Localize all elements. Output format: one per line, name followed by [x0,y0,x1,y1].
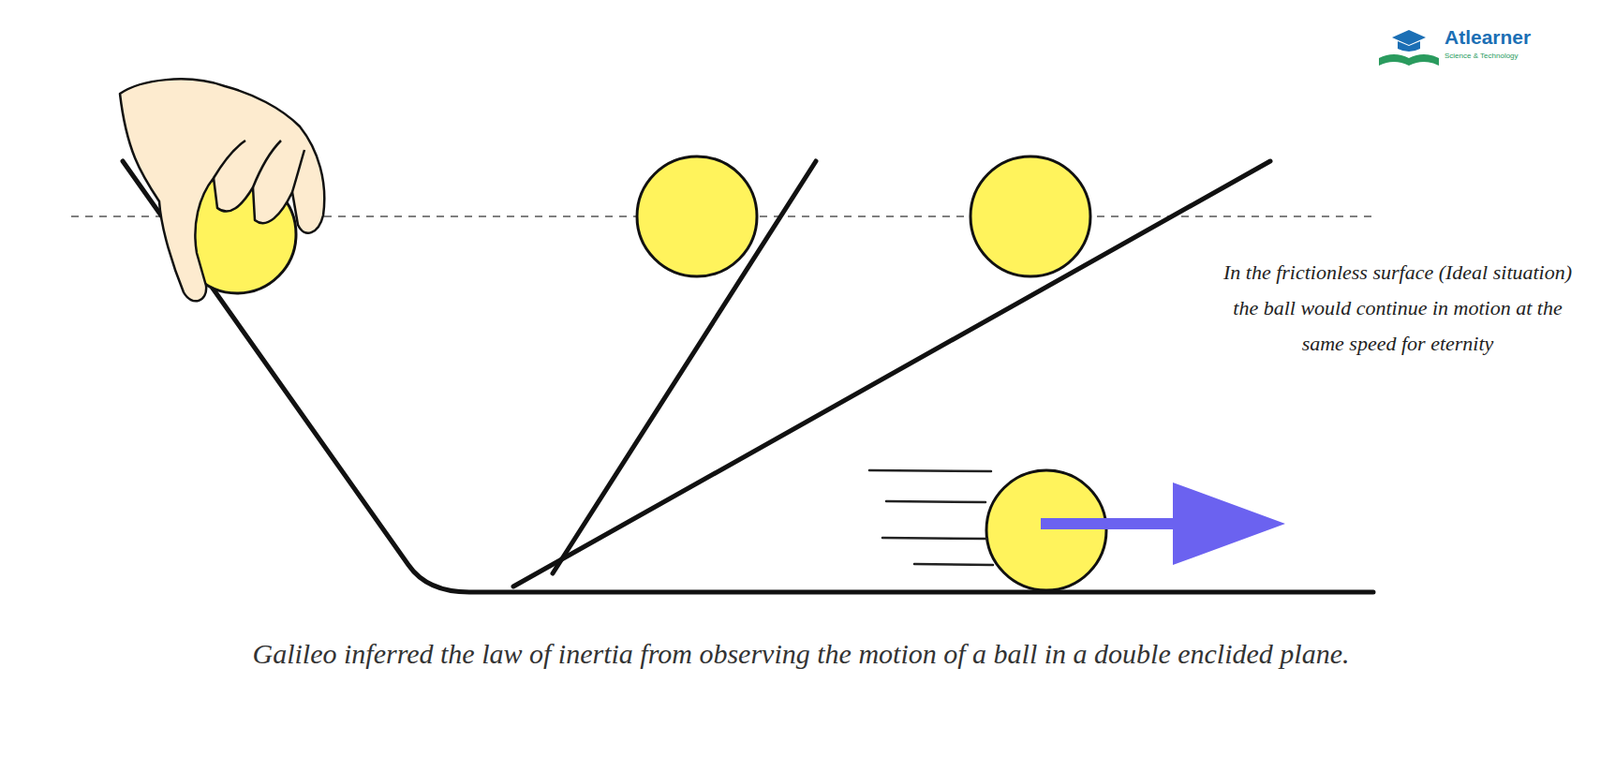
speed-lines [869,470,993,565]
ball [986,470,1107,591]
ball [970,156,1091,277]
caption: Galileo inferred the law of inertia from… [121,631,1481,677]
logo-subtitle: Science & Technology [1444,51,1519,60]
logo-icon [1378,29,1439,66]
velocity-arrow [1040,482,1286,565]
logo-text: Atlearner [1444,26,1531,49]
hand [119,78,325,301]
ball [637,156,757,277]
note-text: In the frictionless surface (Ideal situa… [1217,254,1578,362]
